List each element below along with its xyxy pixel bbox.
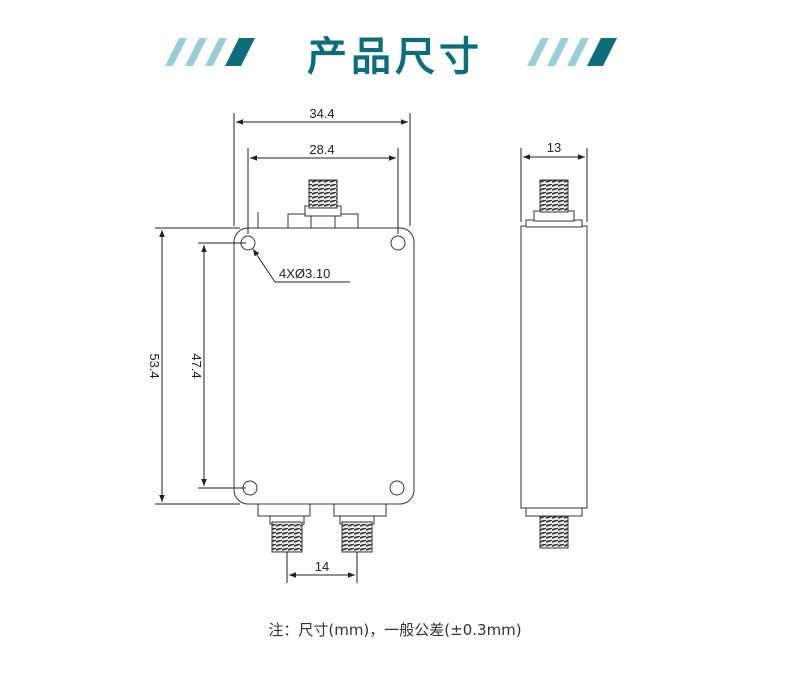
dim-connector-spacing: 14 bbox=[315, 559, 329, 574]
front-view bbox=[233, 179, 415, 553]
top-connector bbox=[287, 179, 359, 229]
dim-width-holes: 28.4 bbox=[309, 142, 334, 157]
bottom-connector-right bbox=[333, 503, 387, 553]
dim-thickness: 13 bbox=[547, 140, 561, 155]
dim-height-overall: 53.4 bbox=[147, 353, 162, 378]
side-body-outline bbox=[520, 225, 588, 509]
tolerance-note: 注：尺寸(mm)，一般公差(±0.3mm) bbox=[268, 621, 522, 639]
side-dimensions bbox=[520, 148, 588, 222]
dim-height-holes: 47.4 bbox=[189, 353, 204, 378]
mounting-hole-tr bbox=[390, 235, 406, 251]
page-title: 产品尺寸 bbox=[307, 34, 483, 80]
side-view bbox=[520, 179, 588, 549]
dim-width-overall: 34.4 bbox=[309, 106, 334, 121]
stripes-right-decoration bbox=[527, 38, 617, 66]
header: 产品尺寸 bbox=[0, 0, 790, 100]
front-body-outline bbox=[233, 227, 415, 505]
mounting-hole-br bbox=[389, 480, 405, 496]
front-dimensions bbox=[155, 113, 411, 583]
bottom-connector-left bbox=[257, 503, 311, 553]
dim-hole-callout: 4XØ3.10 bbox=[279, 266, 330, 281]
stripes-left-decoration bbox=[165, 38, 255, 66]
